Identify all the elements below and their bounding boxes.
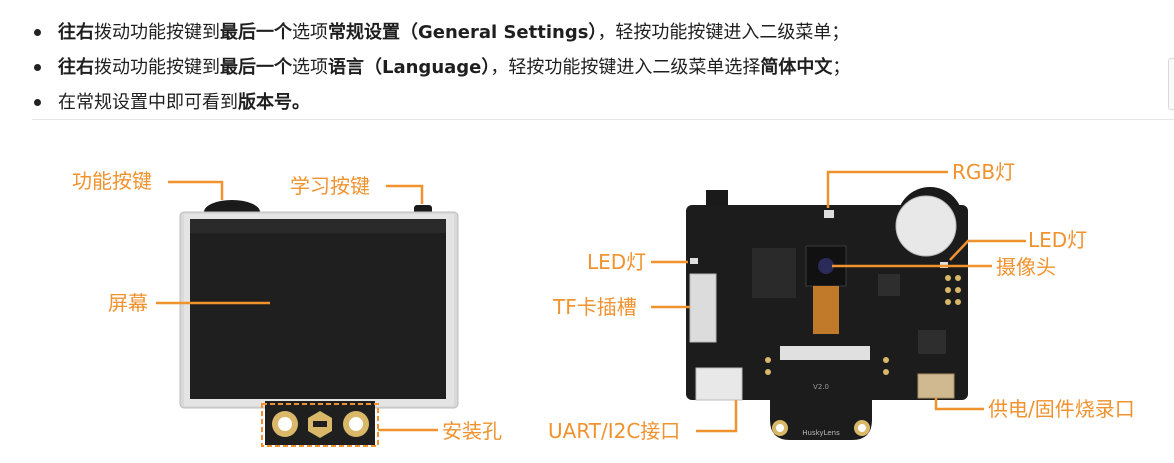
bullet-icon — [34, 64, 41, 71]
pad — [883, 369, 889, 375]
divider — [32, 119, 1174, 120]
leader-line — [168, 180, 224, 200]
mount-hole-inner — [278, 417, 292, 431]
bullet-icon — [34, 29, 41, 36]
bold-text: 语言（Language） — [328, 57, 491, 78]
pad — [765, 357, 771, 363]
screen — [190, 219, 446, 399]
pad — [955, 299, 961, 305]
chip — [752, 248, 796, 298]
text: 在常规设置中即可看到 — [58, 92, 238, 113]
bold-text: 最后一个 — [220, 57, 292, 78]
pad — [945, 299, 951, 305]
label-learn-key: 学习按键 — [290, 174, 370, 198]
mount-hole-inner — [349, 417, 363, 431]
text: ，轻按功能按键进入二级菜单选择 — [490, 57, 761, 78]
leader-line — [949, 239, 1026, 261]
back-view: V2.0 HuskyLens RGB灯 LED灯 摄像头 LED灯 TF卡插槽 … — [548, 160, 1135, 443]
board-version: V2.0 — [813, 383, 829, 391]
label-led-right: LED灯 — [1028, 228, 1087, 252]
jack — [706, 190, 728, 208]
scrollbar-edge[interactable] — [1168, 58, 1174, 110]
camera-flex — [813, 286, 839, 334]
screen-glare — [190, 219, 446, 233]
pad — [765, 369, 771, 375]
list-item: 往右拨动功能按键到最后一个选项语言（Language），轻按功能按键进入二级菜单… — [32, 51, 850, 86]
mount-highlight — [261, 403, 379, 447]
knob-white — [895, 195, 957, 257]
leader-line — [934, 398, 984, 411]
text: 拨动功能按键到 — [94, 57, 220, 78]
pad — [945, 275, 951, 281]
board-brand: HuskyLens — [802, 429, 840, 437]
bold-text: 往右 — [58, 57, 94, 78]
mount-hole-inner — [776, 424, 784, 432]
pad — [955, 275, 961, 281]
pad — [945, 287, 951, 293]
instruction-list: 往右拨动功能按键到最后一个选项常规设置（General Settings），轻按… — [32, 16, 850, 121]
label-tf-slot: TF卡插槽 — [552, 295, 637, 319]
list-item: 往右拨动功能按键到最后一个选项常规设置（General Settings），轻按… — [32, 16, 850, 51]
pcb-tab — [770, 400, 872, 440]
tf-slot — [689, 273, 717, 343]
text: 选项 — [292, 22, 328, 43]
bullet-icon — [34, 99, 41, 106]
ffc-connector — [780, 346, 870, 360]
text: ，轻按功能按键进入二级菜单； — [597, 22, 850, 43]
text: 选项 — [292, 57, 328, 78]
leader-line — [696, 400, 738, 433]
text: 拨动功能按键到 — [94, 22, 220, 43]
label-uart-i2c: UART/I2C接口 — [548, 419, 680, 443]
rgb-led — [824, 210, 834, 218]
mount-hole-inner — [858, 424, 866, 432]
label-power-port: 供电/固件烧录口 — [988, 397, 1135, 421]
bold-text: 最后一个 — [220, 22, 292, 43]
text: ； — [832, 57, 851, 78]
label-screen: 屏幕 — [108, 291, 148, 315]
led-left — [690, 258, 698, 264]
pad — [955, 287, 961, 293]
pad — [883, 357, 889, 363]
hex-slot — [313, 421, 327, 427]
front-view: 功能按键 学习按键 屏幕 安装孔 — [72, 169, 502, 447]
label-mount-hole: 安装孔 — [442, 419, 502, 443]
list-item: 在常规设置中即可看到版本号。 — [32, 86, 850, 121]
chip — [878, 274, 900, 296]
label-function-key: 功能按键 — [72, 169, 152, 193]
bold-text: 往右 — [58, 22, 94, 43]
label-led-left: LED灯 — [587, 250, 646, 274]
leader-line — [386, 184, 424, 204]
power-connector — [917, 373, 955, 399]
label-camera: 摄像头 — [996, 255, 1056, 279]
bold-text: 版本号。 — [238, 92, 310, 113]
uart-connector — [695, 367, 743, 401]
chip — [918, 330, 946, 354]
camera-lens — [818, 258, 834, 274]
bold-text: 简体中文 — [760, 57, 833, 78]
label-rgb-led: RGB灯 — [952, 160, 1015, 184]
bold-text: 常规设置（General Settings） — [328, 22, 598, 43]
leader-line — [826, 170, 948, 208]
